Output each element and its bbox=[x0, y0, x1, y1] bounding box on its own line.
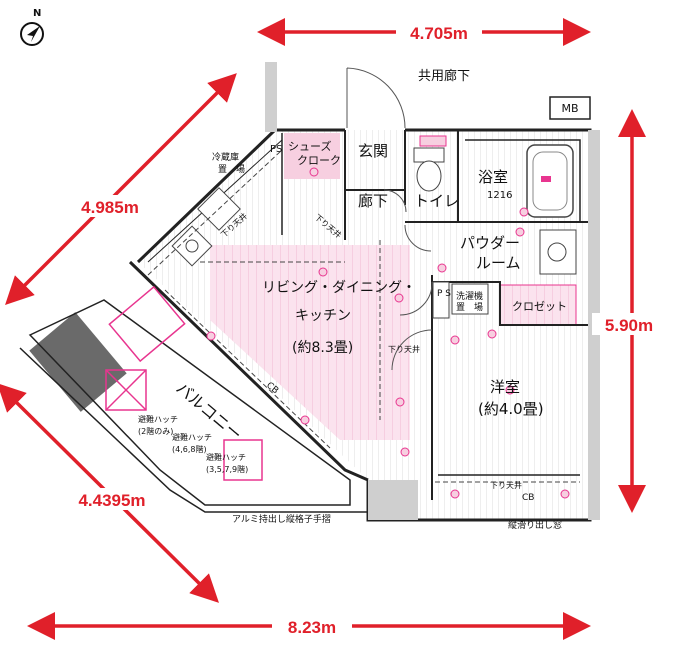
washer-space bbox=[451, 283, 489, 315]
hatch-size-2: (3,5,7,9階) bbox=[206, 464, 248, 474]
electrical-symbols bbox=[206, 167, 570, 499]
western-room-label-1: 洋室 bbox=[490, 378, 520, 396]
sagari-label-4: 下り天井 bbox=[490, 480, 522, 490]
powder-room-label-1: パウダー bbox=[460, 234, 520, 252]
cb-label-2: CB bbox=[522, 493, 534, 503]
toilet-fixture bbox=[413, 135, 447, 192]
sagari-label-3: 下り天井 bbox=[388, 344, 420, 354]
western-room-label-2: (約4.0畳) bbox=[478, 400, 544, 418]
western-floor bbox=[438, 325, 576, 475]
closet-label: クロゼット bbox=[512, 300, 567, 313]
floor-areas bbox=[138, 130, 590, 520]
ldk-floor bbox=[210, 245, 410, 440]
washer-label-2: 置 場 bbox=[456, 301, 483, 313]
genkan-label: 玄関 bbox=[358, 142, 388, 160]
ps-entry-label: PS bbox=[270, 144, 282, 155]
washer-label-1: 洗濯機 bbox=[456, 290, 483, 302]
bath-label: 浴室 bbox=[478, 168, 508, 186]
rouka-label: 廊下 bbox=[358, 192, 388, 210]
compass-label: N bbox=[33, 8, 41, 19]
hatch-label-1: 避難ハッチ bbox=[172, 432, 212, 442]
ldk-label-3: (約8.3畳) bbox=[292, 340, 353, 356]
powder-room-label-2: ルーム bbox=[476, 254, 521, 272]
dim-top-label: 4.705m bbox=[410, 24, 468, 43]
shared-corridor-label: 共用廊下 bbox=[418, 68, 470, 84]
bath-size-label: 1216 bbox=[487, 190, 512, 201]
shoes-closet-label-1: シューズ bbox=[288, 139, 331, 153]
hatch-label-2: 避難ハッチ bbox=[206, 452, 246, 462]
bathtub bbox=[526, 144, 574, 218]
ps-center-label: P S bbox=[437, 289, 451, 299]
mb-box bbox=[549, 96, 591, 120]
dim-top-box bbox=[396, 21, 482, 43]
hatch-label-3: 避難ハッチ bbox=[138, 414, 178, 424]
dim-right-box bbox=[592, 313, 666, 335]
shoes-closet-label-2: クローク bbox=[297, 154, 341, 167]
compass-icon: N bbox=[20, 8, 44, 46]
hatch-size-1: (4,6,8階) bbox=[172, 444, 207, 454]
fridge-label-1: 冷蔵庫 bbox=[212, 151, 239, 163]
ldk-label-1: リビング・ダイニング・ bbox=[262, 280, 416, 296]
dim-diag-upper-box bbox=[68, 195, 152, 217]
dim-bottom-label: 8.23m bbox=[288, 618, 336, 637]
railing-label: アルミ持出し縦格子手摺 bbox=[232, 513, 331, 525]
door-swings bbox=[346, 67, 433, 371]
fridge-label-2: 置 場 bbox=[218, 163, 245, 175]
dim-diag-lower-box bbox=[60, 488, 164, 510]
dim-right-label: 5.90m bbox=[605, 316, 653, 335]
dim-bottom-box bbox=[272, 615, 352, 637]
mb-label: MB bbox=[561, 102, 578, 115]
toilet-label: トイレ bbox=[414, 192, 459, 210]
hatch-size-3: (2階のみ) bbox=[138, 426, 173, 436]
window-label: 縦滑り出し窓 bbox=[508, 519, 562, 531]
washbasin bbox=[539, 229, 577, 275]
ps-center-box bbox=[432, 281, 450, 319]
dim-diag-lower-label: 4.4395m bbox=[78, 491, 145, 510]
ldk-label-2: キッチン bbox=[295, 308, 351, 324]
dim-diag-upper-label: 4.985m bbox=[81, 198, 139, 217]
